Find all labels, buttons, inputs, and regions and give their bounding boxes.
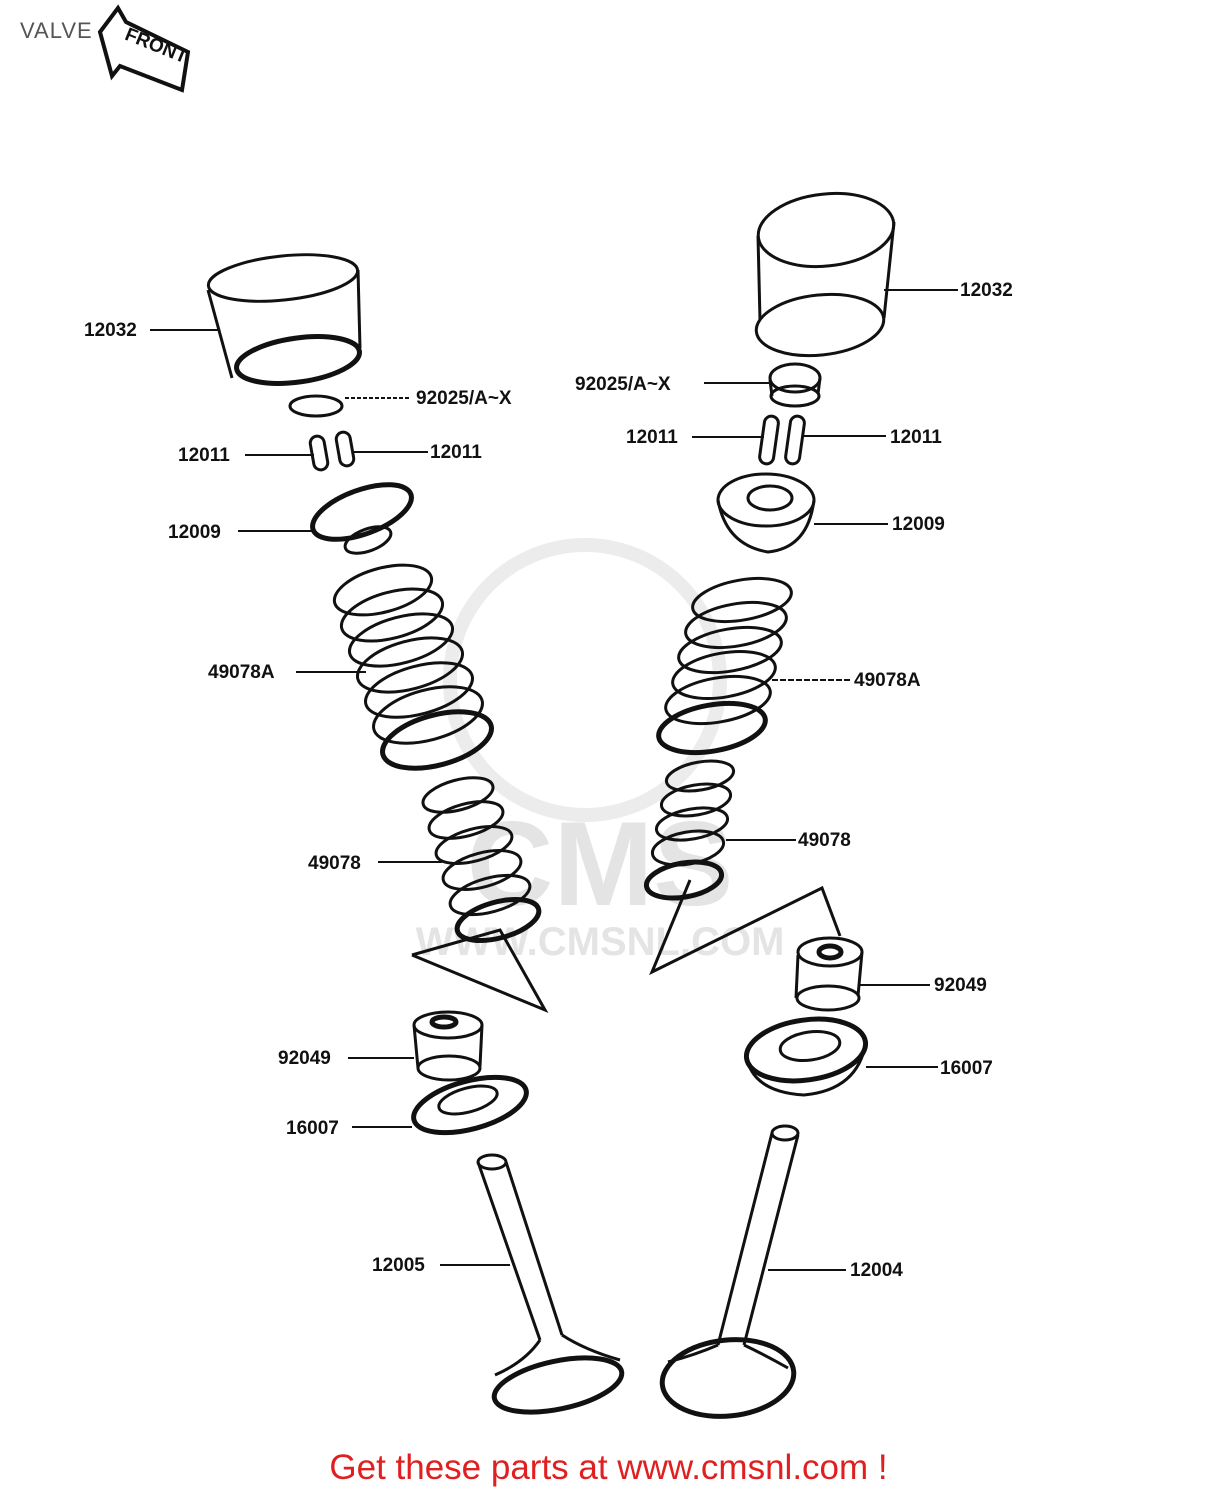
tappet-right	[754, 191, 896, 358]
shim-left	[288, 394, 344, 418]
oil-seal-left	[412, 1010, 484, 1082]
oil-seal-right	[794, 936, 864, 1012]
watermark: CMS WWW.CMSNL.COM	[416, 538, 784, 964]
retainer-right	[716, 472, 816, 554]
label-intake-valve: 12004	[850, 1260, 903, 1281]
leader-lines	[150, 289, 958, 1271]
label-cotter-right-a: 12011	[626, 427, 678, 448]
spring-seat-left	[411, 1074, 529, 1136]
label-cotter-left-a: 12011	[178, 445, 230, 466]
label-outer-spring-right: 49078A	[854, 670, 921, 691]
label-cotter-right-b: 12011	[890, 427, 942, 448]
label-oil-seal-right: 92049	[934, 975, 987, 996]
break-line-left	[411, 928, 549, 1014]
label-exhaust-valve: 12005	[372, 1255, 425, 1276]
exhaust-valve	[476, 1153, 625, 1415]
tappet-left	[206, 253, 362, 386]
spring-seat-right	[743, 1016, 869, 1097]
label-oil-seal-left: 92049	[278, 1048, 331, 1069]
intake-valve	[659, 1124, 800, 1419]
label-inner-spring-right: 49078	[798, 830, 851, 851]
break-line-right	[649, 879, 842, 976]
label-shim-left: 92025/A~X	[416, 388, 512, 409]
inner-spring-right	[643, 759, 736, 901]
label-tappet-left: 12032	[84, 320, 137, 341]
cotters-right	[758, 414, 806, 466]
label-tappet-right: 12032	[960, 280, 1013, 301]
label-shim-right: 92025/A~X	[575, 374, 671, 395]
label-inner-spring-left: 49078	[308, 853, 361, 874]
outer-spring-left	[332, 563, 494, 771]
promo-link[interactable]: Get these parts at www.cmsnl.com !	[329, 1448, 888, 1487]
label-spring-seat-left: 16007	[286, 1118, 339, 1139]
retainer-left	[310, 482, 414, 555]
label-retainer-right: 12009	[892, 514, 945, 535]
cotters-left	[308, 430, 356, 472]
label-cotter-left-b: 12011	[430, 442, 482, 463]
label-outer-spring-left: 49078A	[208, 662, 275, 683]
label-retainer-left: 12009	[168, 522, 221, 543]
diagram-title: VALVE	[20, 18, 93, 43]
label-spring-seat-right: 16007	[940, 1058, 993, 1079]
front-arrow-icon: FRONT	[97, 4, 191, 93]
outer-spring-right	[656, 576, 793, 756]
shim-right	[768, 362, 822, 408]
